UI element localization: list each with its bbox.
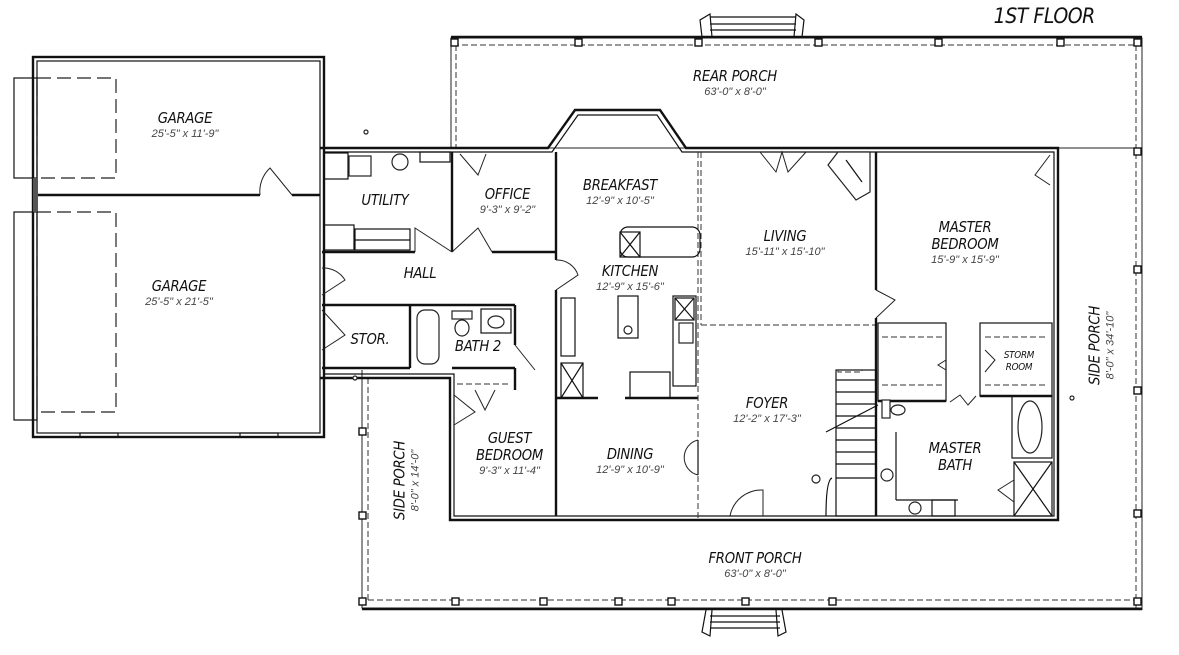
room-name-line1: MASTER: [938, 218, 992, 236]
room-label-master-bath: MASTER BATH: [915, 440, 995, 474]
room-name: LIVING: [763, 227, 807, 245]
room-label-bath-2: BATH 2: [443, 338, 513, 355]
room-label-breakfast: BREAKFAST 12'-9" x 10'-5": [565, 177, 675, 208]
room-name: OFFICE: [484, 185, 531, 203]
room-name: BATH 2: [454, 337, 502, 355]
room-dimensions: 8'-0" x 14'-0": [409, 449, 422, 512]
room-label-office: OFFICE 9'-3" x 9'-2": [460, 186, 555, 217]
kitchen-fixtures: [560, 226, 701, 399]
room-dimensions: 12'-9" x 10'-5": [586, 195, 654, 207]
utility-bath-fixtures: [323, 129, 512, 381]
room-name-line1: MASTER: [928, 439, 982, 457]
room-label-kitchen: KITCHEN 12'-9" x 15'-6": [580, 263, 680, 294]
room-name: KITCHEN: [601, 262, 659, 280]
room-dimensions: 15'-9" x 15'-9": [931, 254, 999, 266]
room-name: DINING: [606, 445, 654, 463]
room-name: STOR.: [350, 330, 390, 348]
room-dimensions: 63'-0" x 8'-0": [704, 86, 766, 98]
room-label-master-bedroom: MASTER BEDROOM 15'-9" x 15'-9": [905, 219, 1025, 267]
room-label-dining: DINING 12'-9" x 10'-9": [575, 446, 685, 477]
room-dimensions: 12'-9" x 15'-6": [596, 281, 664, 293]
room-label-storage: STOR.: [340, 331, 400, 348]
room-label-front-porch: FRONT PORCH 63'-0" x 8'-0": [690, 550, 820, 581]
room-label-foyer: FOYER 12'-2" x 17'-3": [712, 395, 822, 426]
room-label-guest-bedroom: GUEST BEDROOM 9'-3" x 11'-4": [462, 430, 557, 478]
room-dimensions: 9'-3" x 9'-2": [479, 204, 536, 216]
room-name: GARAGE: [151, 277, 207, 295]
room-label-garage-2: GARAGE 25'-5" x 21'-5": [124, 278, 234, 309]
room-dimensions: 63'-0" x 8'-0": [724, 568, 786, 580]
room-name: SIDE PORCH: [390, 440, 409, 521]
room-name-line2: ROOM: [1005, 362, 1033, 373]
room-dimensions: 25'-5" x 11'-9": [151, 128, 219, 140]
room-name-line2: BEDROOM: [931, 235, 999, 253]
room-dimensions: 15'-11" x 15'-10": [745, 246, 825, 258]
room-name: SIDE PORCH: [1085, 305, 1104, 386]
room-name: UTILITY: [361, 191, 409, 209]
front-steps: [701, 609, 787, 637]
room-name: FRONT PORCH: [708, 549, 802, 567]
room-name-line1: STORM: [1003, 350, 1035, 361]
floor-title: 1ST FLOOR: [993, 4, 1096, 28]
room-dimensions: 9'-3" x 11'-4": [479, 465, 540, 477]
room-label-side-porch-left: SIDE PORCH 8'-0" x 14'-0": [390, 426, 423, 536]
room-dimensions: 12'-9" x 10'-9": [596, 464, 664, 476]
room-label-rear-porch: REAR PORCH 63'-0" x 8'-0": [675, 68, 795, 99]
room-name: GARAGE: [157, 109, 213, 127]
room-label-living: LIVING 15'-11" x 15'-10": [720, 228, 850, 259]
room-label-hall: HALL: [385, 265, 455, 282]
room-name-line2: BATH: [937, 456, 973, 474]
room-label-side-porch-right: SIDE PORCH 8'-0" x 34'-10": [1085, 286, 1118, 406]
room-name-line1: GUEST: [487, 429, 532, 447]
room-label-storm-room: STORM ROOM: [994, 350, 1044, 374]
room-name: FOYER: [745, 394, 789, 412]
front-porch-outline: [358, 147, 1142, 611]
room-dimensions: 8'-0" x 34'-10": [1104, 311, 1117, 380]
room-dimensions: 12'-2" x 17'-3": [733, 413, 801, 425]
room-label-utility: UTILITY: [345, 192, 425, 209]
rear-steps: [699, 12, 805, 38]
room-name: BREAKFAST: [582, 176, 658, 194]
room-label-garage-1: GARAGE 25'-5" x 11'-9": [130, 110, 240, 141]
room-name: REAR PORCH: [693, 67, 777, 85]
room-dimensions: 25'-5" x 21'-5": [145, 296, 213, 308]
room-name: HALL: [403, 264, 437, 282]
room-name-line2: BEDROOM: [475, 446, 544, 464]
